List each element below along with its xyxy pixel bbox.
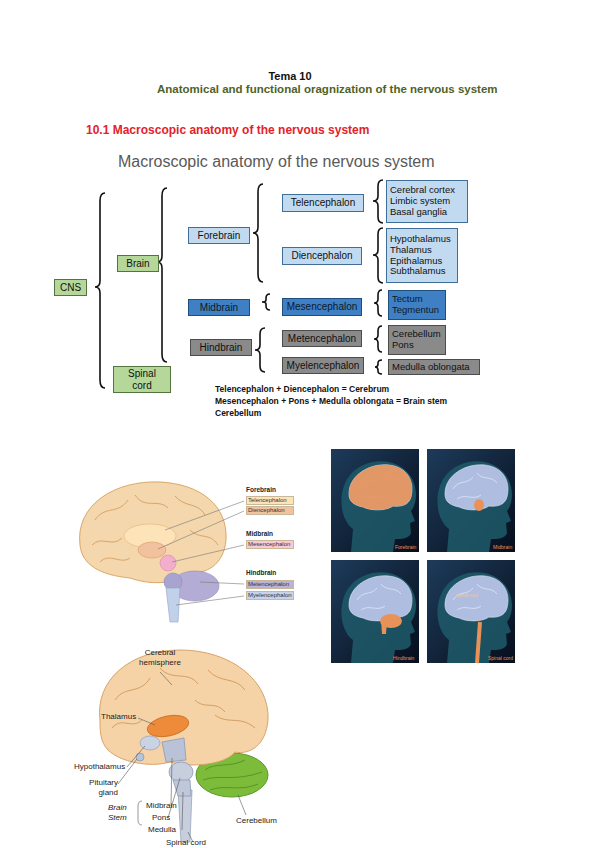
text-label: Macroscopic anatomy of the nervous syste…: [118, 152, 518, 171]
category-box: Medulla oblongata: [388, 359, 480, 375]
box-text: Hypothalamus Thalamus Epithalamus Subtha…: [390, 234, 454, 278]
text-label: Telencephalon + Diencephalon = Cerebrum: [215, 384, 515, 394]
text-label: Forebrain: [395, 544, 425, 550]
curly-bracket: [255, 328, 265, 372]
box-text: Mesencephalon: [286, 301, 358, 313]
box-text: Forebrain: [192, 230, 246, 242]
text-label: Anatomical and functional oragnization o…: [122, 83, 532, 97]
spinal-cord-panel: [427, 560, 515, 663]
gyri-lines: [92, 495, 218, 562]
cerebrum-shape: [80, 482, 227, 583]
curly-bracket: [157, 188, 167, 362]
category-box: CNS: [54, 279, 87, 296]
category-box: Forebrain: [188, 227, 250, 244]
legend-text: Mesencephalon: [246, 540, 290, 549]
legend-text: Telencephalon: [246, 496, 287, 505]
box-text: Cerebral cortex Limbic system Basal gang…: [390, 185, 464, 218]
text-label: Hypothalamus: [74, 762, 134, 772]
category-box: Spinal cord: [113, 366, 171, 393]
mesencephalon-region: [160, 555, 176, 571]
category-box: Midbrain: [188, 299, 250, 316]
leader-lines: [158, 501, 244, 605]
midbrain-panel: [427, 449, 515, 552]
box-text: Telencephalon: [286, 197, 360, 209]
forebrain-panel: [331, 449, 419, 552]
hindbrain-panel: [331, 560, 419, 663]
category-box: Cerebral cortex Limbic system Basal gang…: [386, 180, 468, 223]
text-label: Pituitary gland: [78, 778, 118, 797]
box-text: Myelencephalon: [286, 360, 360, 372]
box-text: Cerebellum Pons: [392, 329, 442, 351]
text-label: Midbrain: [493, 544, 523, 550]
box-text: Medulla oblongata: [392, 362, 476, 373]
curly-bracket: [253, 184, 263, 282]
category-box: Mesencephalon: [282, 298, 362, 316]
diencephalon-region: [138, 542, 166, 558]
box-text: Tectum Tegmentun: [392, 294, 442, 316]
category-box: Tectum Tegmentun: [388, 290, 446, 320]
category-box: Hindbrain: [190, 339, 252, 356]
text-label: spinal cord: [456, 593, 486, 598]
curly-bracket: [262, 294, 270, 310]
category-box: Metencephalon: [282, 330, 362, 347]
text-label: Spinal cord: [166, 838, 216, 848]
leader-lines: [118, 672, 246, 842]
medulla-shape: [173, 780, 191, 796]
text-label: Midbrain: [146, 801, 186, 811]
curly-bracket: [374, 326, 382, 352]
text-label: Mesencephalon + Pons + Medulla oblongata…: [215, 396, 515, 406]
box-text: CNS: [58, 282, 83, 294]
text-label: Hindbrain: [393, 655, 423, 661]
bracket-group: [95, 180, 383, 388]
text-label: Spinal cord: [488, 655, 518, 661]
category-box: Hypothalamus Thalamus Epithalamus Subtha…: [386, 228, 458, 283]
page-title: Tema 10: [230, 70, 350, 83]
category-box: Brain: [117, 255, 159, 272]
box-text: Diencephalon: [286, 250, 358, 262]
midbrain-shape: [162, 738, 186, 762]
text-label: Thalamus: [101, 712, 141, 722]
box-text: Midbrain: [192, 302, 246, 314]
spinal-cord-shape: [178, 790, 192, 842]
category-box: Cerebellum Pons: [388, 325, 446, 355]
text-label: Hindbrain: [246, 569, 306, 577]
text-label: Forebrain: [246, 486, 306, 494]
cerebellum-folia: [203, 760, 262, 790]
box-text: Brain: [121, 258, 155, 270]
pons-shape: [169, 762, 193, 782]
curly-bracket: [373, 228, 383, 283]
cerebral-hemisphere-shape: [100, 650, 269, 765]
text-label: Midbrain: [246, 530, 306, 538]
legend-text: Diencephalon: [246, 506, 285, 515]
curly-bracket: [375, 360, 382, 374]
category-box: Diencephalon: [282, 247, 362, 265]
box-text: Spinal cord: [117, 368, 167, 391]
text-label: Cerebellum: [236, 816, 286, 826]
box-text: Hindbrain: [194, 342, 248, 354]
legend-text: Myelencephalon: [246, 591, 292, 600]
box-text: Metencephalon: [286, 333, 358, 345]
curly-bracket: [374, 290, 382, 316]
pituitary-shape: [136, 753, 144, 761]
category-box: Telencephalon: [282, 194, 364, 212]
text-label: Pons: [152, 813, 182, 823]
text-label: Medulla: [148, 825, 188, 835]
curly-bracket: [95, 193, 105, 388]
category-box: Myelencephalon: [282, 357, 364, 374]
text-label: Cerebellum: [215, 408, 515, 418]
text-label: 10.1 Macroscopic anatomy of the nervous …: [86, 123, 506, 137]
text-label: Cerebral hemisphere: [134, 648, 186, 667]
curly-bracket: [373, 180, 383, 223]
text-label: Brain Stem: [108, 803, 136, 822]
brain-division-figure: [80, 482, 244, 622]
brain-section-figure: [100, 650, 269, 842]
legend-text: Metencephalon: [246, 580, 289, 589]
